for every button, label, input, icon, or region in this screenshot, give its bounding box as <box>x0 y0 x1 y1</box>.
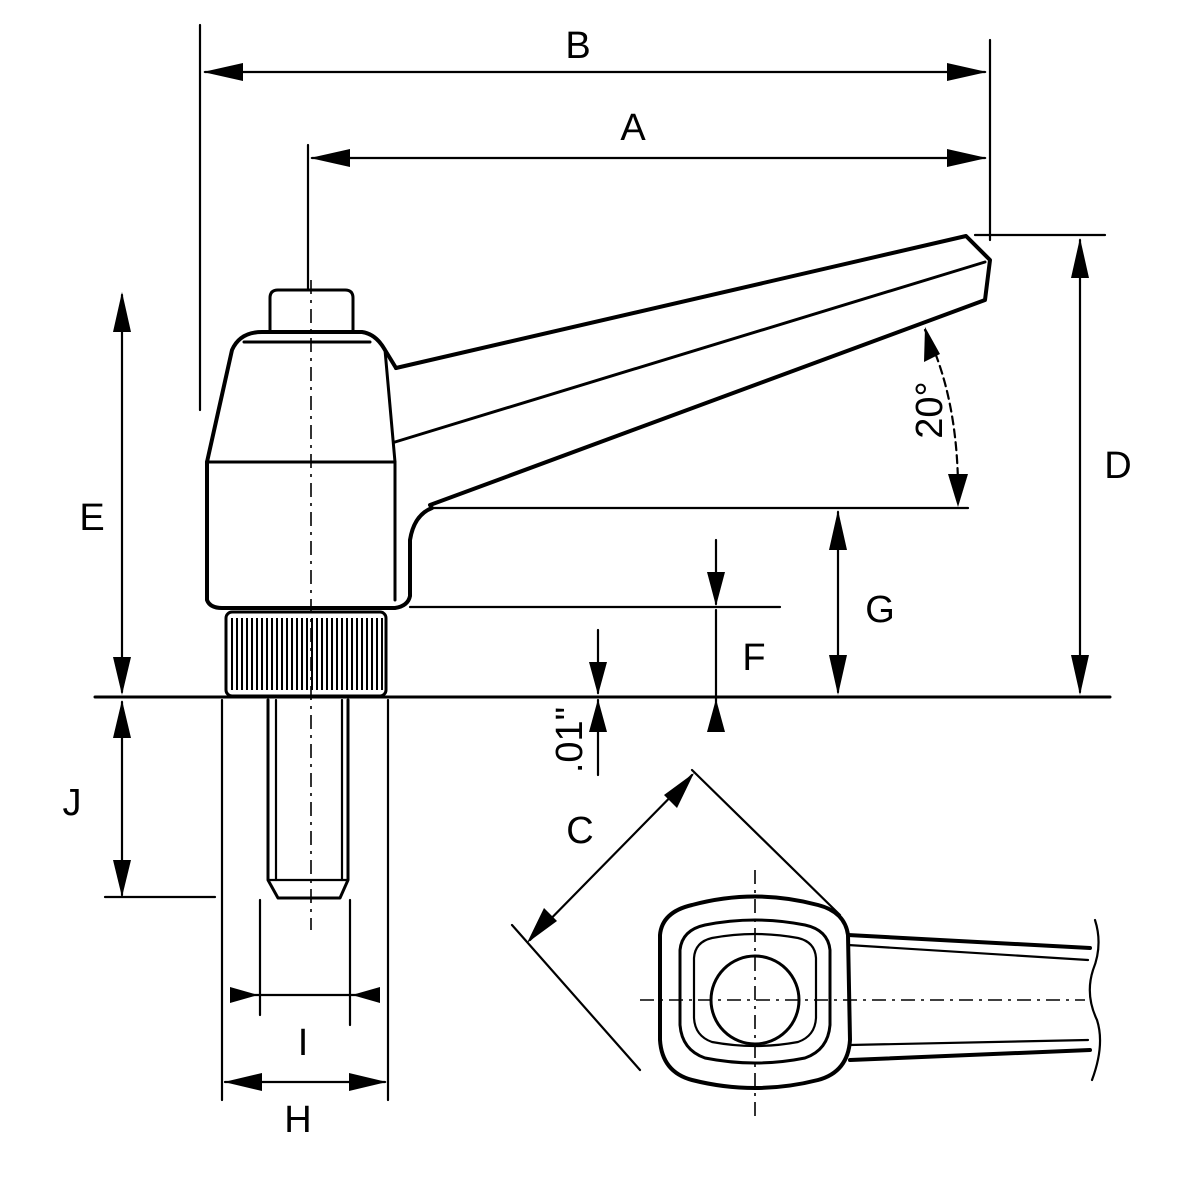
top-view-hub-outer <box>658 894 852 1090</box>
top-view-break-line <box>1088 918 1102 1082</box>
dim-a-arrow-right <box>947 149 987 167</box>
label-j: J <box>63 782 82 824</box>
label-f: F <box>742 637 765 679</box>
label-h: H <box>284 1099 311 1141</box>
dim-e-arrow-bottom <box>113 657 131 695</box>
dimension-labels: B A D G F E J C I H 20° .01" <box>63 25 1132 1141</box>
label-d: D <box>1104 445 1131 487</box>
dim-h-arrow-right <box>349 1073 387 1091</box>
dim-angle-arrow-top <box>924 327 940 362</box>
top-view-lever-stub <box>846 933 1092 1062</box>
top-view-lever-inner <box>846 943 1090 1047</box>
label-angle: 20° <box>909 381 951 438</box>
side-view <box>205 234 992 930</box>
dim-g-arrow-top <box>829 510 847 550</box>
label-b: B <box>565 25 590 67</box>
dim-i-arrow-left <box>230 987 258 1003</box>
dim-f-arrow-top <box>707 572 725 606</box>
label-c: C <box>566 810 593 852</box>
hub-lower <box>205 460 434 610</box>
dim-a-arrow-left <box>310 149 350 167</box>
dim-b-arrow-right <box>947 63 987 81</box>
dim-h-arrow-left <box>224 1073 262 1091</box>
dim-i-arrow-right <box>352 987 380 1003</box>
ext-c-right <box>690 768 842 917</box>
hub-upper <box>205 330 398 464</box>
dim-c-arrow-bottom <box>527 908 557 943</box>
ext-c-left <box>510 923 642 1072</box>
label-g: G <box>865 589 895 631</box>
dim-b-arrow-left <box>203 63 243 81</box>
top-view <box>640 870 1102 1118</box>
dim-d-arrow-top <box>1071 238 1089 278</box>
top-view-hub-inner <box>678 918 832 1065</box>
label-i: I <box>298 1022 309 1064</box>
dimension-lines <box>113 63 1089 1091</box>
hub-edge-upper <box>383 348 397 464</box>
threaded-stud <box>266 698 350 900</box>
lever-ridge <box>393 260 987 444</box>
label-a: A <box>620 107 646 149</box>
lever-arm <box>394 234 992 507</box>
label-clearance: .01" <box>549 707 591 773</box>
dim-g-arrow-bottom <box>829 655 847 695</box>
knurl-pattern <box>231 618 383 690</box>
dim-j-arrow-bottom <box>113 860 131 897</box>
label-e: E <box>79 497 104 539</box>
dim-f-arrow-bottom <box>707 699 725 732</box>
dim-clearance-arrow-bottom <box>589 699 607 732</box>
dim-c-line <box>528 773 694 942</box>
dim-d-arrow-bottom <box>1071 655 1089 695</box>
dim-e-arrow-top <box>113 292 131 332</box>
dim-clearance-arrow-top <box>589 662 607 695</box>
dim-angle-arrow-bottom <box>948 474 968 507</box>
top-view-hub-bevel <box>692 932 818 1048</box>
dim-j-arrow-top <box>113 700 131 738</box>
extension-lines <box>93 23 1112 1102</box>
dim-c-arrow-top <box>664 773 694 808</box>
